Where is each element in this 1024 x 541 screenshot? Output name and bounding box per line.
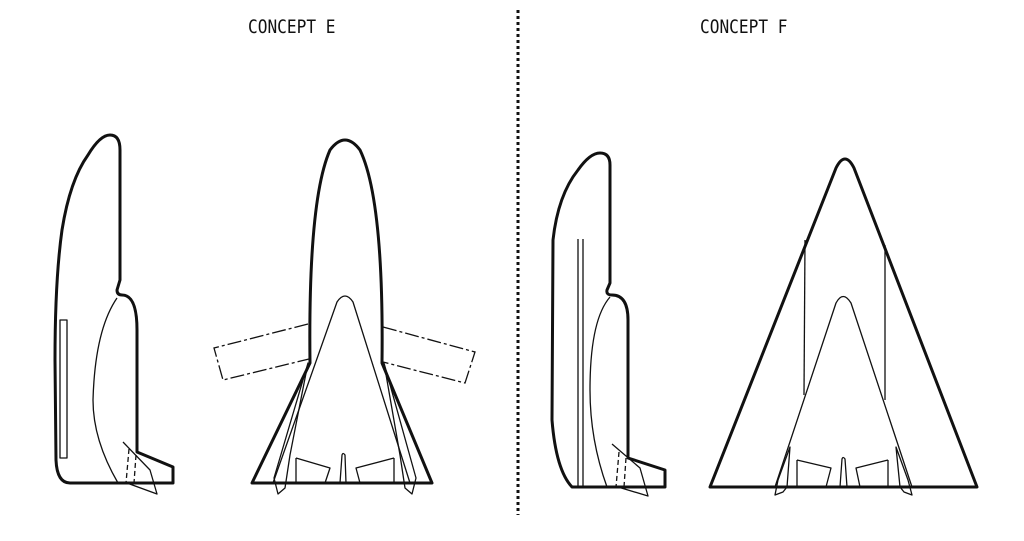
concept-e-side-view	[53, 133, 175, 495]
concept-f-side-view	[550, 151, 667, 497]
concept-f-top-view	[708, 157, 979, 496]
concept-e-title: CONCEPT E	[248, 16, 336, 38]
concept-f-title: CONCEPT F	[700, 16, 788, 38]
concept-e-top-view	[213, 138, 476, 495]
